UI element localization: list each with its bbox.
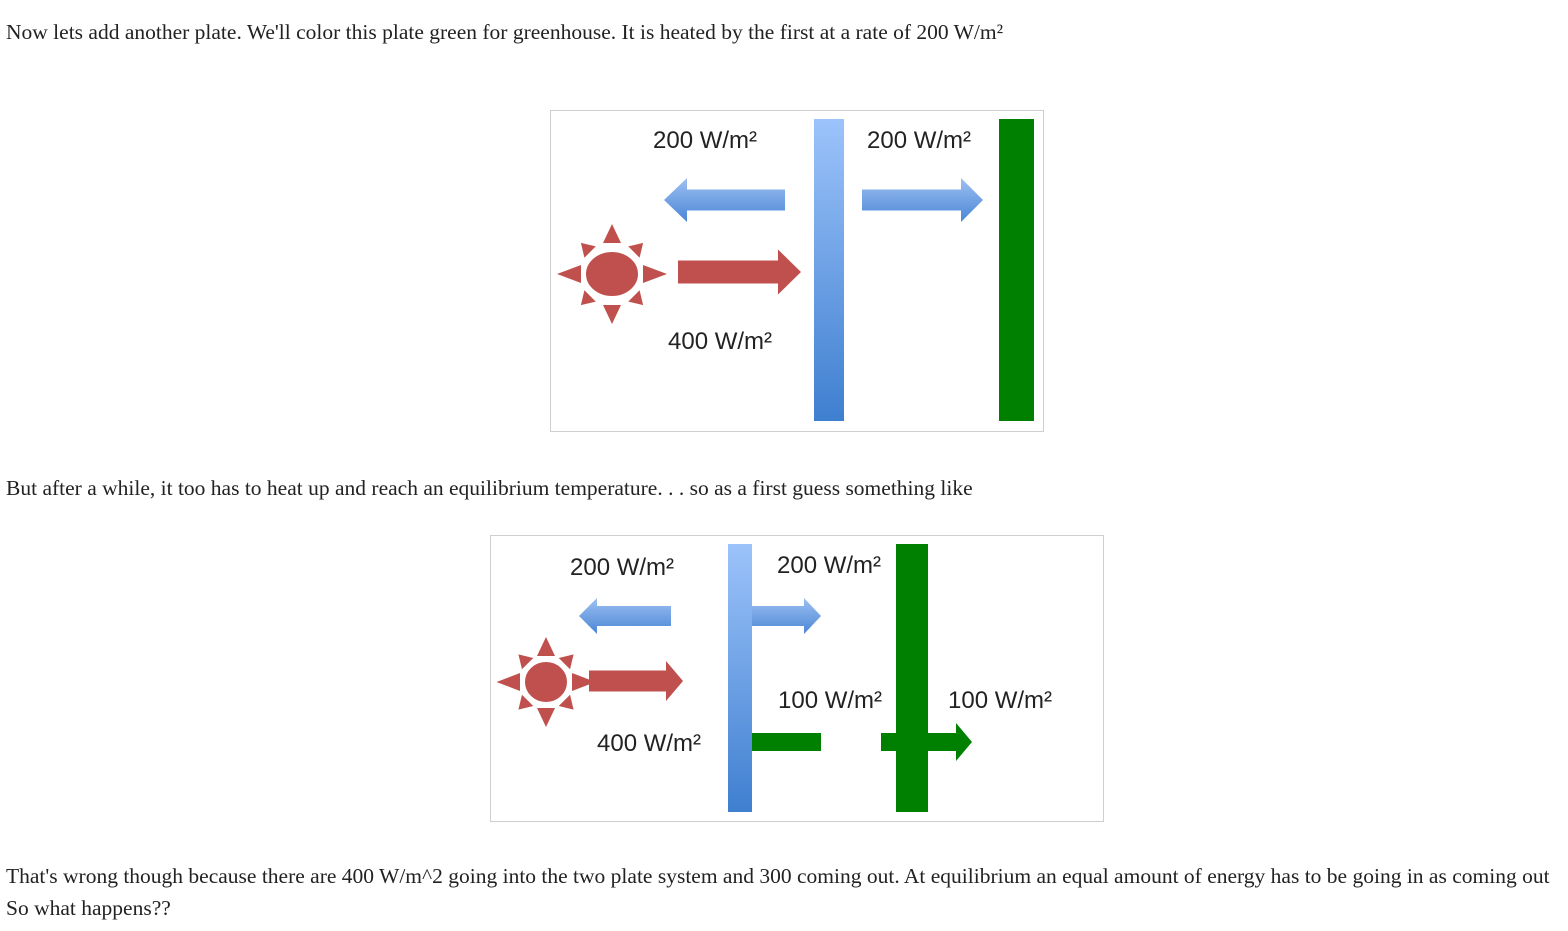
sunlight-label: 400 W/m² [668, 328, 772, 355]
sun-icon [496, 637, 596, 727]
sun-disc [523, 660, 569, 704]
to-green-label: 200 W/m² [777, 552, 881, 579]
sun-ray [537, 637, 555, 656]
sun-ray [580, 242, 596, 258]
sunlight-arrow [678, 249, 801, 295]
sun-ray [628, 290, 644, 306]
sun-disc [584, 250, 640, 298]
intro-paragraph: Now lets add another plate. We'll color … [6, 20, 1004, 44]
green-plate [999, 119, 1034, 421]
blue-plate [728, 544, 752, 812]
sun-ray [558, 654, 574, 670]
sun-ray [537, 708, 555, 727]
conclusion-paragraph: That's wrong though because there are 40… [6, 864, 1550, 920]
sun-ray [628, 242, 644, 258]
back-to-sun-arrow [664, 178, 785, 222]
sun-ray [603, 305, 621, 324]
back-to-sun-arrow [579, 598, 671, 634]
sun-ray [557, 265, 581, 283]
to-green-label: 200 W/m² [867, 127, 971, 154]
sunlight-arrow [589, 661, 683, 701]
sun-icon [557, 224, 667, 324]
sun-ray [496, 673, 520, 691]
green-out-label: 100 W/m² [948, 687, 1052, 714]
sun-ray [580, 290, 596, 306]
one-plate-greenhouse-diagram: 200 W/m² 200 W/m² 400 W/m² [550, 110, 1044, 432]
to-green-plate-arrow [862, 178, 983, 222]
sunlight-label: 400 W/m² [597, 730, 701, 757]
two-plate-equilibrium-diagram: 200 W/m² 200 W/m² 100 W/m² 100 W/m² 400 … [490, 535, 1104, 822]
green-back-label: 100 W/m² [778, 687, 882, 714]
sun-ray [603, 224, 621, 243]
green-plate [896, 544, 928, 812]
sun-ray [572, 673, 596, 691]
back-to-sun-label: 200 W/m² [570, 554, 674, 581]
blue-plate [814, 119, 844, 421]
sun-ray [558, 694, 574, 710]
sun-ray [518, 694, 534, 710]
middle-paragraph: But after a while, it too has to heat up… [6, 476, 973, 500]
back-to-sun-label: 200 W/m² [653, 127, 757, 154]
sun-ray [518, 654, 534, 670]
sun-ray [643, 265, 667, 283]
green-back-arrow [729, 723, 821, 761]
